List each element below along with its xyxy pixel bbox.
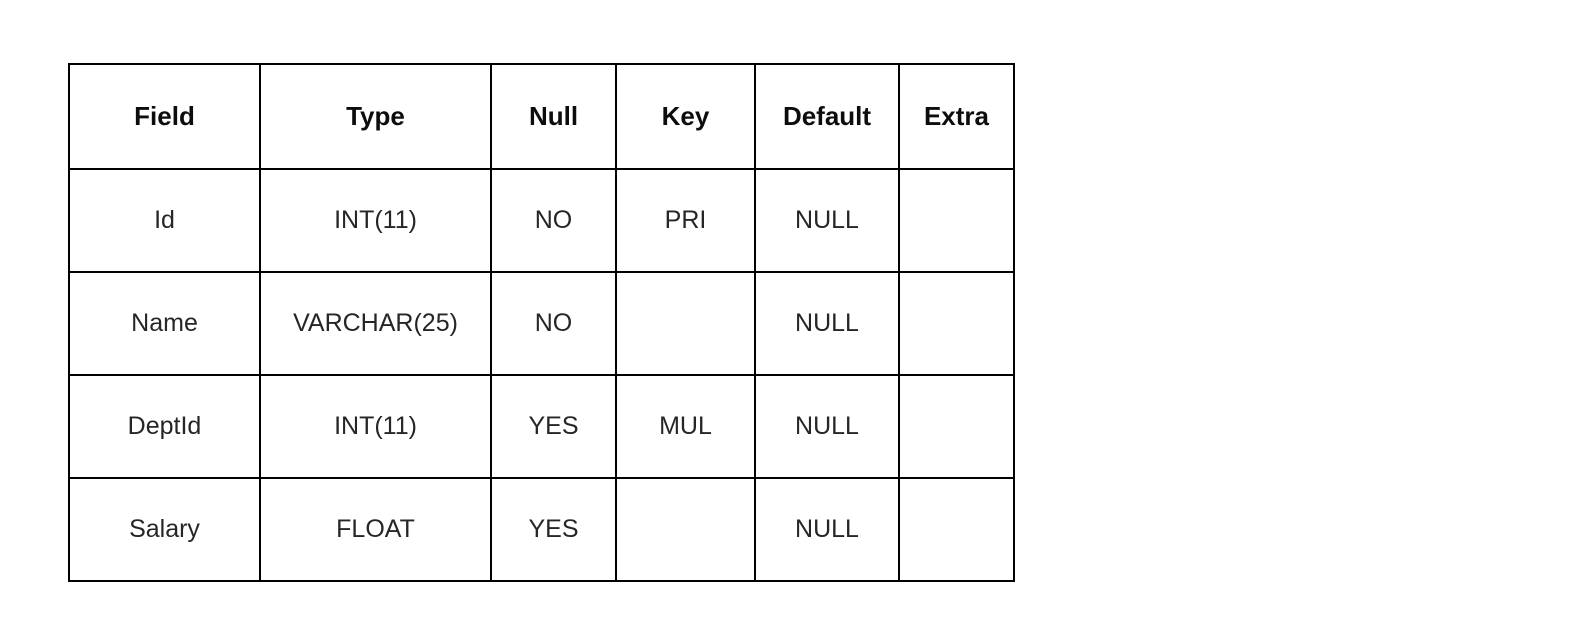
cell-null: YES (490, 374, 617, 479)
cell-null: NO (490, 168, 617, 273)
cell-null: YES (490, 477, 617, 582)
cell-field: DeptId (68, 374, 261, 479)
db-schema-table: Field Type Null Key Default Extra Id INT… (68, 63, 1015, 582)
cell-default: NULL (754, 271, 900, 376)
cell-key (615, 477, 756, 582)
cell-extra (898, 168, 1015, 273)
table-row: Salary FLOAT YES NULL (68, 477, 1015, 582)
cell-field: Salary (68, 477, 261, 582)
table-row: DeptId INT(11) YES MUL NULL (68, 374, 1015, 479)
cell-field: Id (68, 168, 261, 273)
cell-key (615, 271, 756, 376)
cell-type: INT(11) (259, 168, 492, 273)
cell-key: PRI (615, 168, 756, 273)
column-header-extra: Extra (898, 63, 1015, 170)
column-header-null: Null (490, 63, 617, 170)
cell-extra (898, 271, 1015, 376)
column-header-default: Default (754, 63, 900, 170)
column-header-field: Field (68, 63, 261, 170)
column-header-type: Type (259, 63, 492, 170)
table-row: Id INT(11) NO PRI NULL (68, 168, 1015, 273)
cell-type: FLOAT (259, 477, 492, 582)
cell-key: MUL (615, 374, 756, 479)
cell-type: INT(11) (259, 374, 492, 479)
cell-extra (898, 374, 1015, 479)
cell-extra (898, 477, 1015, 582)
header-row: Field Type Null Key Default Extra (68, 63, 1015, 170)
cell-default: NULL (754, 168, 900, 273)
table-header: Field Type Null Key Default Extra (68, 63, 1015, 170)
cell-null: NO (490, 271, 617, 376)
cell-default: NULL (754, 374, 900, 479)
table-body: Id INT(11) NO PRI NULL Name VARCHAR(25) … (68, 168, 1015, 582)
cell-default: NULL (754, 477, 900, 582)
column-header-key: Key (615, 63, 756, 170)
cell-field: Name (68, 271, 261, 376)
table-row: Name VARCHAR(25) NO NULL (68, 271, 1015, 376)
cell-type: VARCHAR(25) (259, 271, 492, 376)
